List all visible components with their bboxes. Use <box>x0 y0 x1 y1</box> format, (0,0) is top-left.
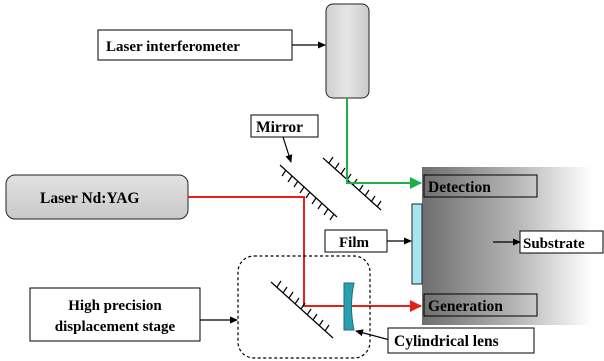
substrate-label: Substrate <box>523 236 585 252</box>
displacement-stage-outline <box>237 255 371 359</box>
generation-label: Generation <box>428 298 503 315</box>
cylindrical-lens <box>343 282 355 331</box>
laser-interferometer-label-box <box>97 29 293 61</box>
mirror-label: Mirror <box>256 119 303 136</box>
cylindrical-lens-label-box <box>387 327 535 354</box>
generation-label-box <box>423 293 538 317</box>
laser-interferometer-device <box>325 3 370 99</box>
mirror-left <box>279 164 338 221</box>
film-label: Film <box>339 235 369 251</box>
mirror-label-box <box>250 114 319 138</box>
cylindrical-lens-pointer <box>355 329 391 341</box>
mirror-pointer <box>282 136 293 163</box>
laser-interferometer-label: Laser interferometer <box>106 39 240 55</box>
substrate-label-box <box>519 230 604 254</box>
detection-label: Detection <box>428 179 491 196</box>
detection-label-box <box>423 174 538 198</box>
generation-beam <box>188 196 422 312</box>
stage-label-line1: High precision <box>68 298 162 314</box>
stage-label-line2: displacement stage <box>55 319 176 335</box>
laser-ndyag-label: Laser Nd:YAG <box>40 190 139 207</box>
detection-beam <box>346 98 422 189</box>
stage-label-box <box>29 287 201 342</box>
stage-mirror <box>270 280 334 339</box>
cylindrical-lens-label: Cylindrical lens <box>394 333 499 350</box>
film-layer <box>411 203 423 285</box>
